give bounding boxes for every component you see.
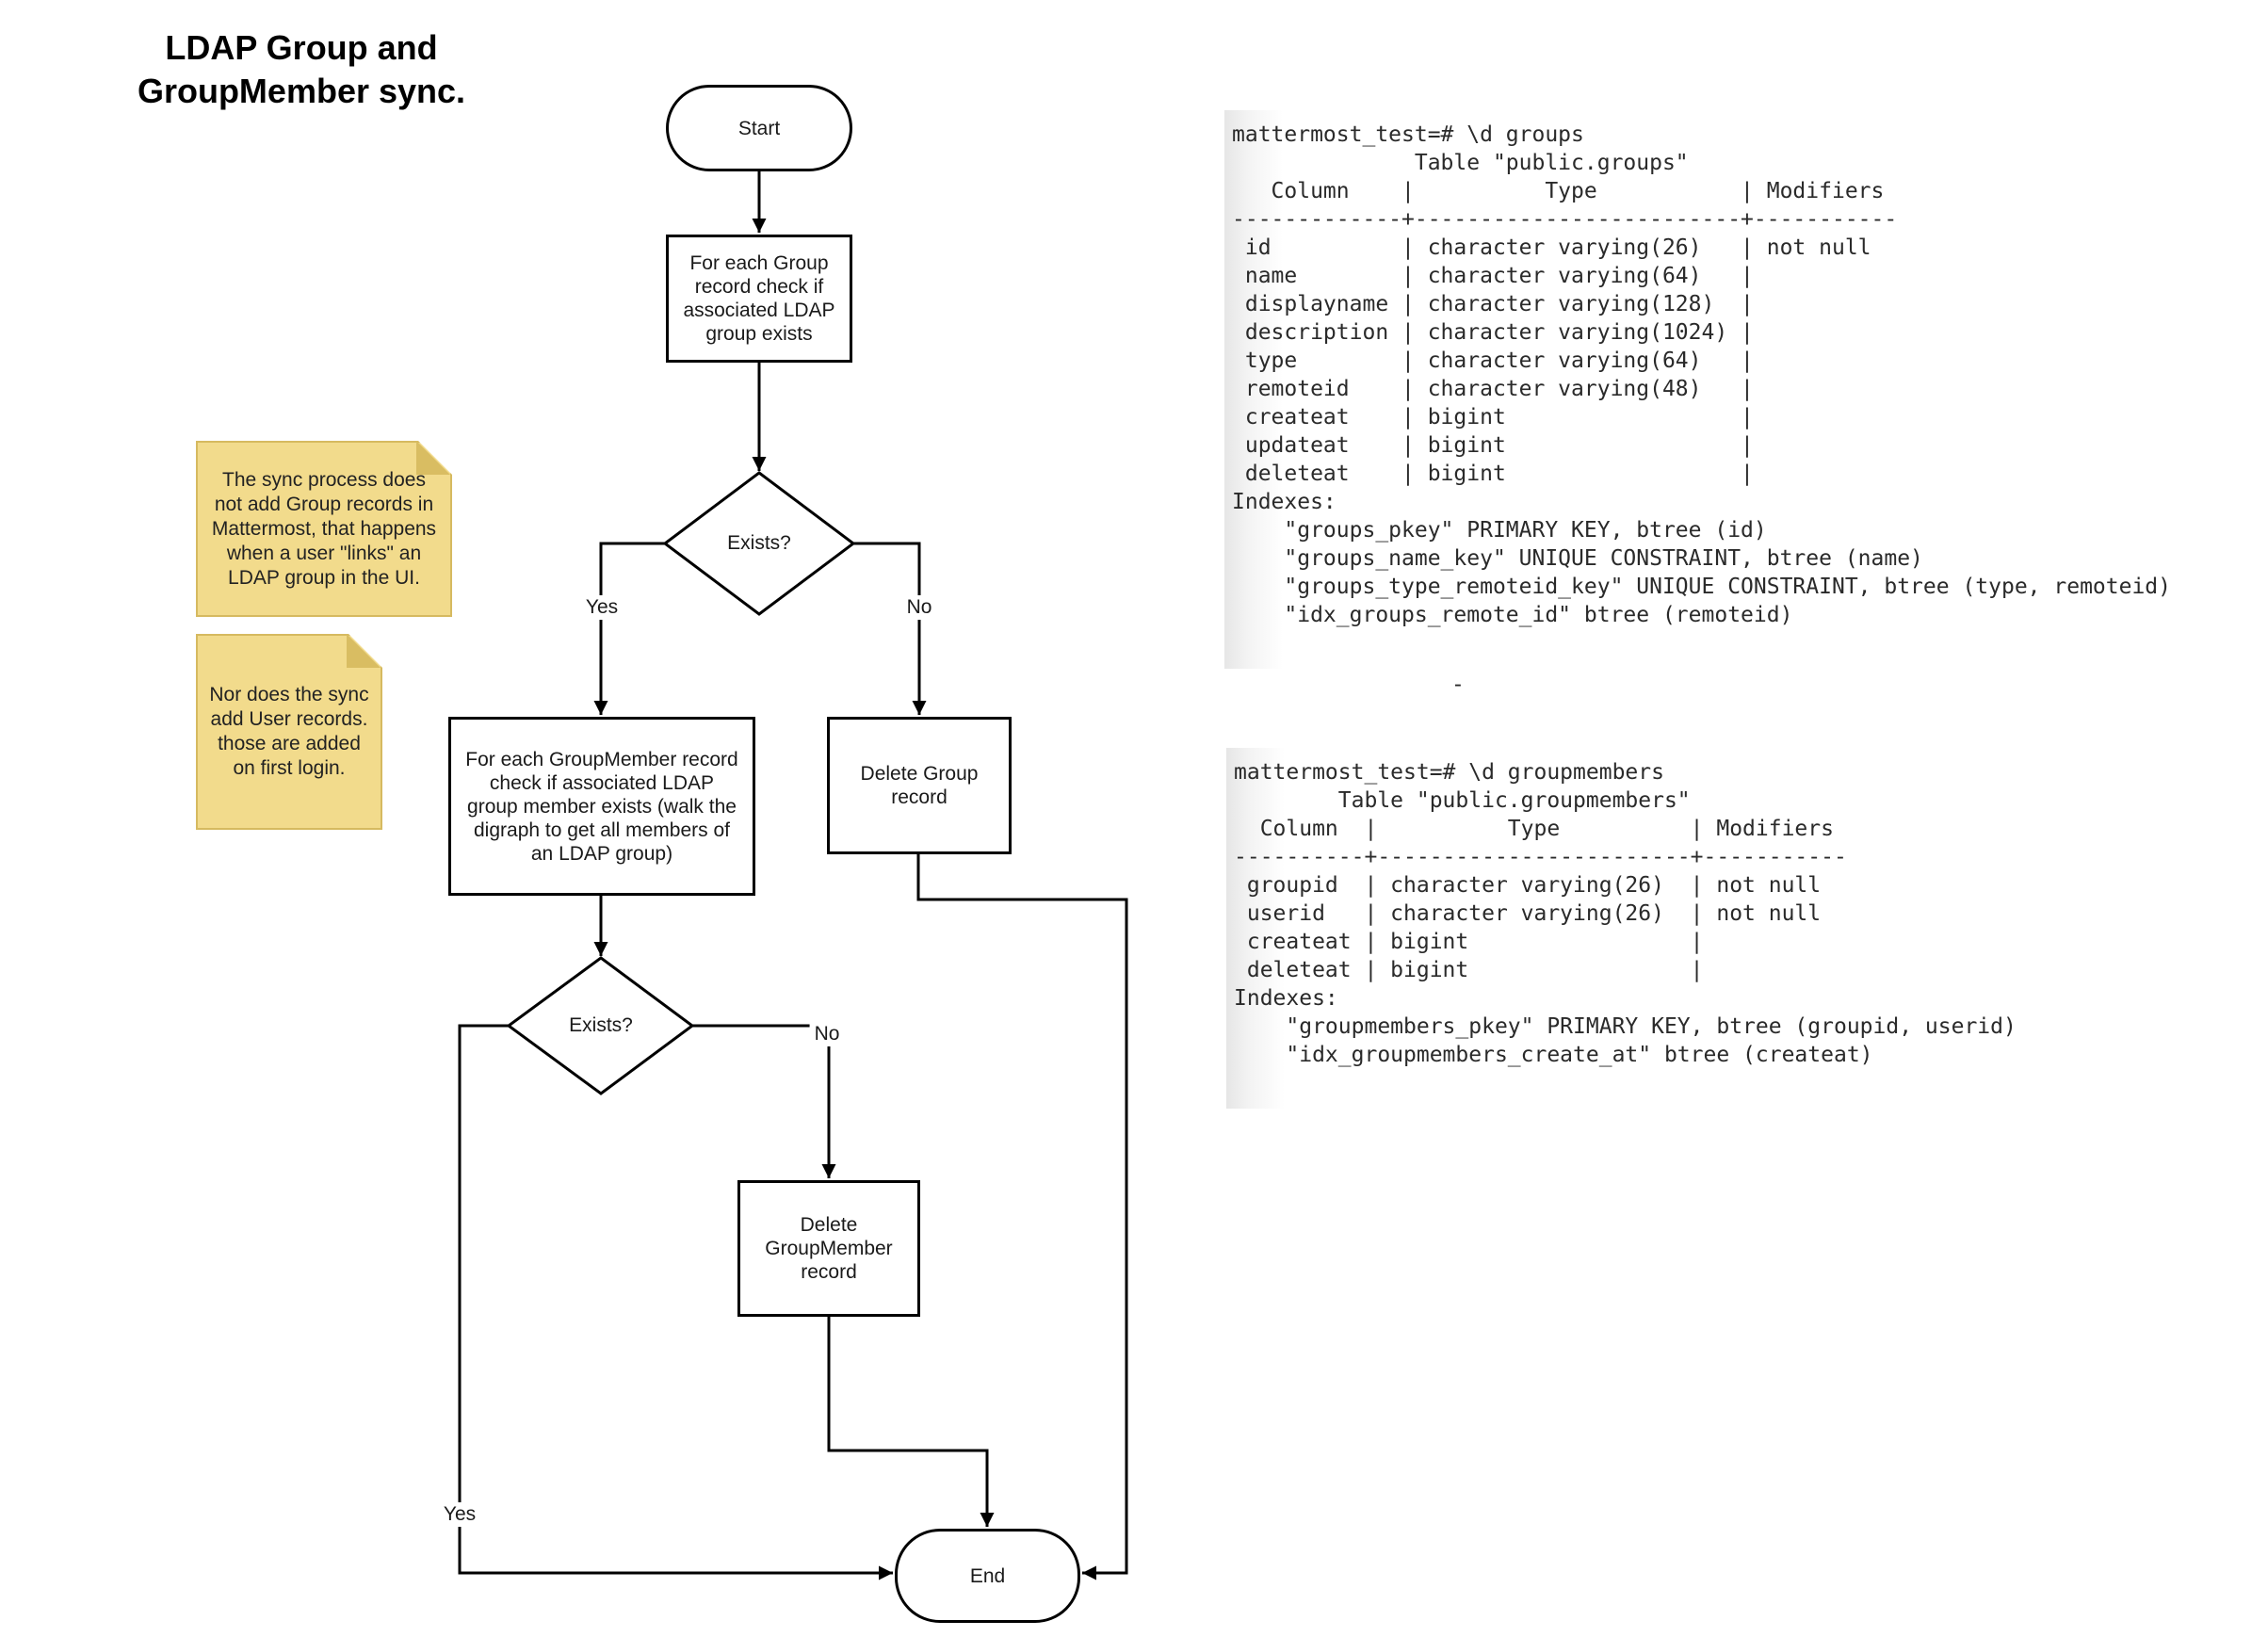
process-check-groupmember-label: For each GroupMember record check if ass…: [465, 748, 738, 865]
decision-exists-1-label: Exists?: [727, 532, 791, 554]
stray-dash: -: [1451, 673, 1465, 697]
process-check-group: For each Group record check if associate…: [666, 235, 852, 363]
edge-decision1-yes-to-check-groupmember: [593, 542, 665, 715]
edge-label-yes-2: Yes: [438, 1502, 481, 1527]
process-delete-groupmember: Delete GroupMember record: [737, 1180, 920, 1317]
sticky-note-sync-groups-text: The sync process does not add Group reco…: [211, 468, 437, 589]
start-node: Start: [666, 85, 852, 171]
diagram-title: LDAP Group and GroupMember sync.: [137, 28, 466, 110]
terminal-groupmembers-table: mattermost_test=# \d groupmembers Table …: [1226, 748, 2045, 1109]
end-node-label: End: [969, 1564, 1006, 1587]
terminal-groups-table: mattermost_test=# \d groups Table "publi…: [1224, 110, 2199, 669]
decision-exists-2-label: Exists?: [569, 1014, 633, 1036]
start-node-label: Start: [737, 117, 781, 139]
process-check-groupmember: For each GroupMember record check if ass…: [448, 717, 755, 896]
edge-decision2-no-to-delete-groupmember: [692, 1024, 836, 1178]
edge-label-yes-1: Yes: [580, 595, 624, 620]
process-check-group-label: For each Group record check if associate…: [683, 252, 835, 345]
sticky-note-sync-users-text: Nor does the sync add User records. thos…: [209, 684, 369, 779]
process-delete-group-label: Delete Group record: [860, 763, 979, 808]
decision-exists-1-shape: [662, 471, 856, 616]
edge-label-no-1: No: [901, 595, 937, 620]
decision-exists-2-shape: [506, 956, 695, 1095]
sticky-note-sync-groups: The sync process does not add Group reco…: [196, 441, 452, 617]
end-node: End: [895, 1529, 1080, 1623]
edge-delete-group-to-end: [916, 854, 1128, 1580]
edge-decision1-no-to-delete-group: [853, 542, 927, 715]
edge-delete-groupmember-to-end: [827, 1317, 995, 1527]
process-delete-groupmember-label: Delete GroupMember record: [765, 1214, 893, 1283]
edge-decision2-yes-to-end: [458, 1024, 893, 1580]
process-delete-group: Delete Group record: [827, 717, 1012, 854]
edge-label-no-2: No: [809, 1022, 845, 1046]
